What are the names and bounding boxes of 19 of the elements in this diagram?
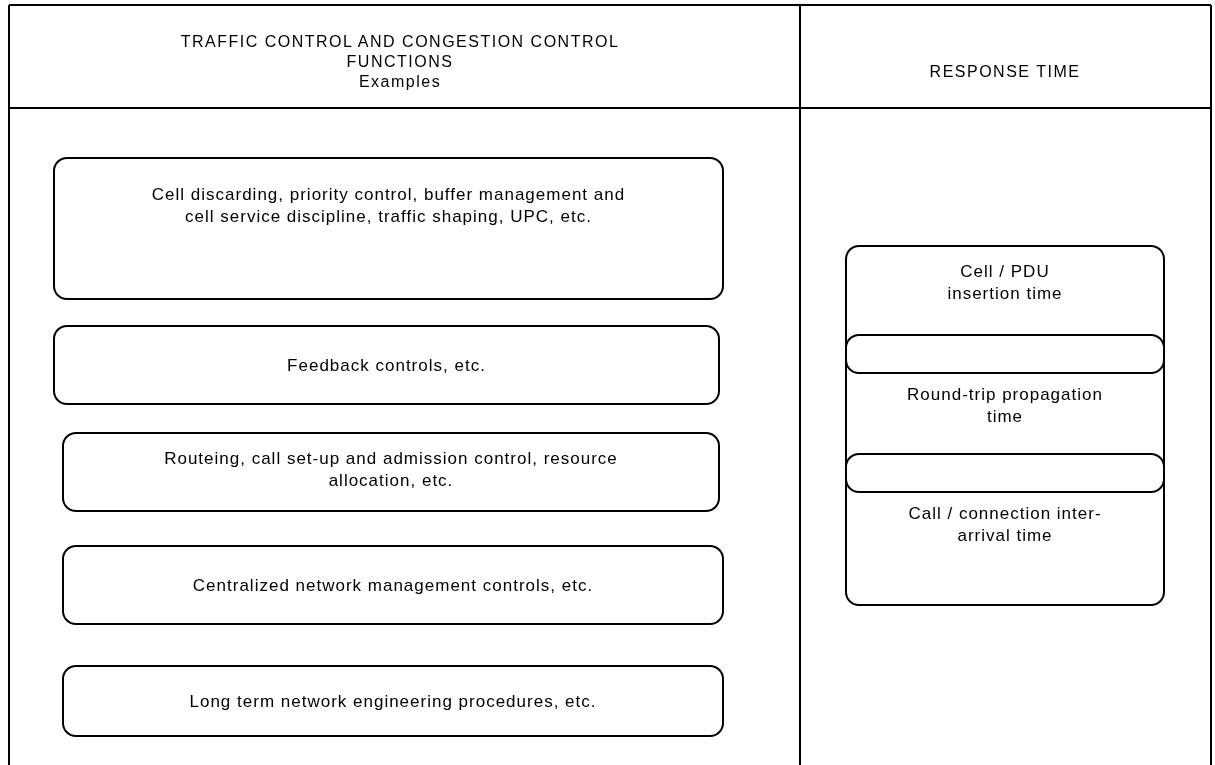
box-text: Call / connection inter-arrival time — [907, 503, 1103, 547]
rounded-box — [62, 545, 724, 625]
column-heading: Examples — [357, 72, 443, 92]
rounded-box — [62, 432, 720, 512]
box-text: Feedback controls, etc. — [286, 355, 487, 377]
rounded-box — [845, 334, 1165, 493]
column-heading: TRAFFIC CONTROL AND CONGESTION CONTROL FUNCTIONS — [179, 32, 621, 72]
rounded-box — [845, 245, 1165, 374]
rounded-box — [53, 157, 724, 300]
box-text: Cell / PDU insertion time — [946, 261, 1064, 305]
box-text: Round-trip propagation time — [906, 384, 1104, 428]
column-heading: RESPONSE TIME — [928, 62, 1082, 82]
box-text: Centralized network management controls, etc. — [191, 575, 595, 597]
rounded-box — [53, 325, 720, 405]
box-text: Long term network engineering procedures, etc. — [188, 691, 598, 713]
rounded-box — [62, 665, 724, 737]
rounded-box — [845, 453, 1165, 606]
box-text: Routeing, call set-up and admission control, resource allocation, etc. — [163, 448, 619, 492]
box-text: Cell discarding, priority control, buffer management and cell service discipline, traffic shaping, UPC, etc. — [150, 184, 627, 228]
